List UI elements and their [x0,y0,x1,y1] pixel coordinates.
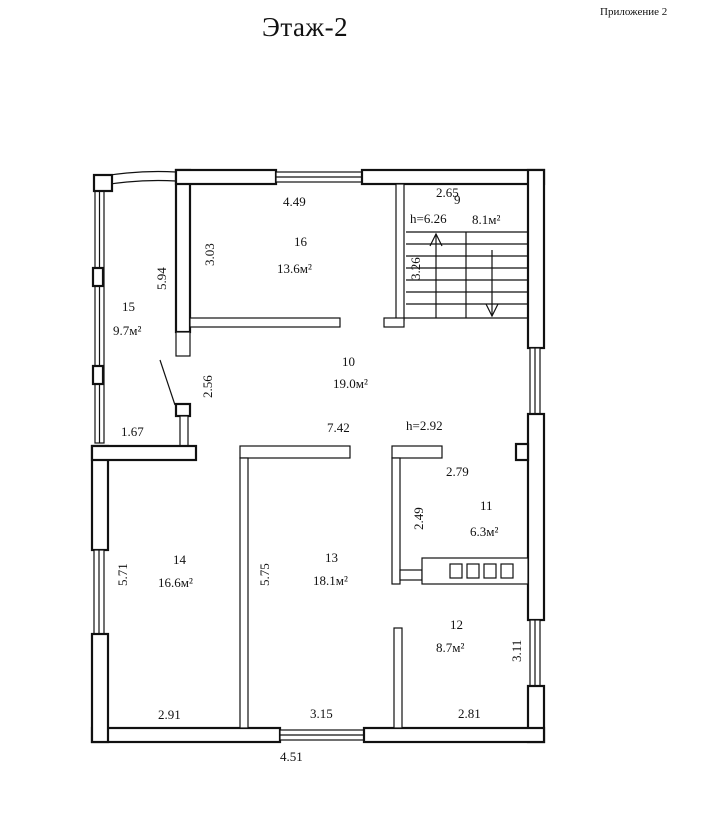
wall-left-14-upper [90,444,110,552]
hall-height: h=2.92 [406,418,443,433]
room-14-area: 16.6м² [158,575,193,590]
dim-2-56: 2.56 [200,375,215,398]
dim-3-15: 3.15 [310,706,333,721]
wall-14-13 [239,457,249,729]
staircase [406,231,528,318]
dim-2-79: 2.79 [446,464,469,479]
post-15b [179,415,189,447]
room-15-number: 15 [122,299,135,314]
room-15-area: 9.7м² [113,323,142,338]
wall-9-left [395,183,405,321]
stair-height: h=6.26 [410,211,447,226]
dim-5-75: 5.75 [257,563,272,586]
dim-1-67: 1.67 [121,424,144,439]
page-title: Этаж-2 [262,12,349,42]
dim-2-65: 2.65 [436,185,459,200]
room-11-area: 6.3м² [470,524,499,539]
wall-10-13 [239,445,351,459]
dim-7-42: 7.42 [327,420,350,435]
dim-4-49: 4.49 [283,194,306,209]
dim-3-11: 3.11 [509,639,524,662]
room-16-number: 16 [294,234,307,249]
wall-9-foot [383,317,405,328]
room-13-area: 18.1м² [313,573,348,588]
wall-11-top [391,445,443,459]
room-11-number: 11 [480,498,493,513]
wall-top-right [360,168,546,186]
room-12-number: 12 [450,617,463,632]
room-9-area: 8.1м² [472,212,501,227]
wall-right-mid [526,412,546,622]
wall-top-left [174,168,278,186]
appendix-label: Приложение 2 [600,6,668,18]
dim-2-81: 2.81 [458,706,481,721]
dim-4-51: 4.51 [280,749,303,764]
room-16-area: 13.6м² [277,261,312,276]
room-12-area: 8.7м² [436,640,465,655]
dim-3-26: 3.26 [408,257,423,280]
dim-2-49: 2.49 [411,507,426,530]
corner-post-top-left [92,173,114,193]
wall-11-left [391,457,401,585]
dim-5-71: 5.71 [115,563,130,586]
room-10-number: 10 [342,354,355,369]
room-9-number: 9 [454,192,461,207]
wall-12-left [393,627,403,729]
wall-16-10 [189,317,341,328]
post-left-2 [91,364,105,386]
room-13-number: 13 [325,550,338,565]
wall-15-16 [174,168,192,334]
room-10-area: 19.0м² [333,376,368,391]
wall-bottom-left [90,726,282,744]
post-left-1 [91,266,105,288]
door-post-15 [174,402,192,418]
door-15 [175,331,191,357]
wall-right-upper [526,168,546,350]
wall-bottom-right [362,726,546,744]
dim-2-91: 2.91 [158,707,181,722]
dim-5-94: 5.94 [154,267,169,290]
wall-left-14-lower [90,632,110,744]
post-right [514,442,530,462]
dim-3-03: 3.03 [202,243,217,266]
wall-11-bottom [399,569,423,581]
room-14-number: 14 [173,552,186,567]
wall-15-14 [90,444,198,462]
